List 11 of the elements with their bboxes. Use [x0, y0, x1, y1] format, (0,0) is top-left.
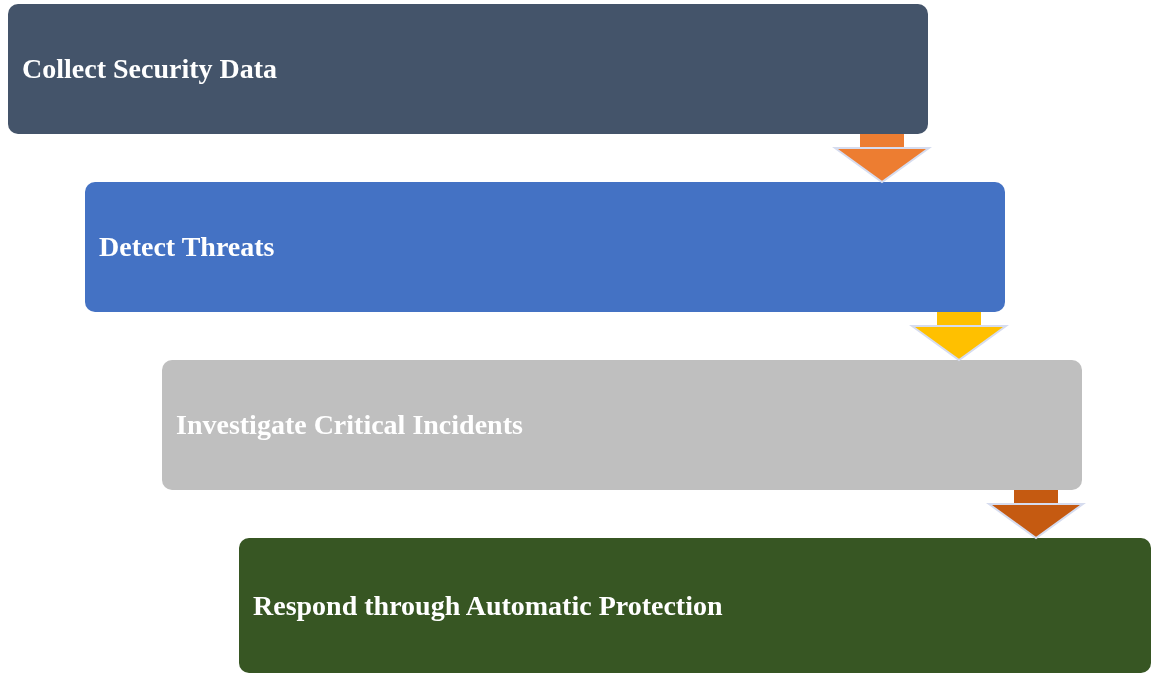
process-box [85, 182, 1005, 312]
process-box [162, 360, 1082, 490]
step-label: Collect Security Data [22, 53, 278, 85]
process-box [8, 4, 928, 134]
step-label: Respond through Automatic Protection [253, 589, 723, 622]
block-arrow [834, 134, 930, 183]
block-arrow [988, 490, 1084, 539]
step-label: Detect Threats [99, 231, 275, 263]
step-label: Investigate Critical Incidents [176, 409, 523, 441]
process-box [239, 538, 1151, 673]
block-arrow [911, 312, 1007, 361]
